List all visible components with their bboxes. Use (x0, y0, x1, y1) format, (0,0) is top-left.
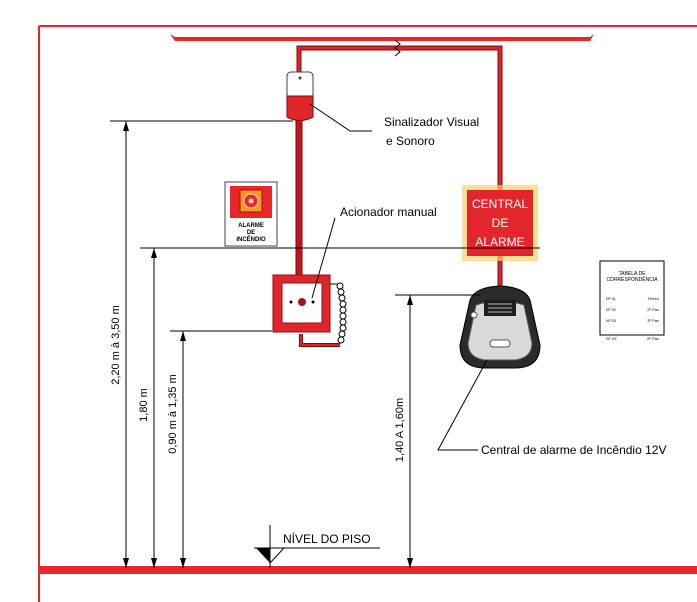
floor-level-marker: NÍVEL DO PISO (254, 525, 380, 568)
table-title-line1: TABELA DE (619, 271, 647, 277)
alarm-central-device (459, 285, 541, 369)
signal-indicator-light (298, 76, 302, 80)
dimension-label-180: 1,80 m (138, 388, 150, 422)
room-frame (38, 25, 697, 602)
manual-call-point (272, 274, 347, 344)
label-sinalizador-line2: e Sonoro (386, 134, 435, 148)
conduit-top (297, 46, 502, 300)
table-row-key: Nº XX (606, 336, 617, 341)
sign-button-center (248, 198, 254, 204)
table-row-value: 2º Pav (647, 307, 659, 312)
central-device-handle (489, 339, 511, 348)
table-row-key: Nº 01 (606, 296, 617, 301)
label-nivel-piso: NÍVEL DO PISO (283, 531, 371, 546)
table-row-key: Nº 03 (606, 318, 617, 323)
label-sinalizador-line1: Sinalizador Visual (384, 115, 479, 129)
fire-alarm-wall-sign: ALARME DE INCÊNDIO (224, 181, 278, 247)
leader-lines (309, 103, 488, 451)
leader-acionador (311, 217, 336, 299)
table-row-value: Xº Pav (647, 336, 659, 341)
conduit-acionador-loop-inner (300, 334, 340, 346)
dimension-lines (110, 120, 540, 568)
ceiling-slab (170, 34, 594, 41)
central-sign-line3: ALARME (475, 235, 524, 249)
floor-slab (40, 566, 697, 574)
call-point-screw-right (311, 300, 315, 304)
dimension-arrows (123, 121, 413, 568)
call-point-button (298, 298, 306, 306)
leader-central (437, 359, 488, 451)
call-point-cable-coil (336, 282, 347, 344)
central-sign-panel (467, 190, 533, 256)
correspondence-table: TABELA DE CORRESPONDÊNCIA Nº 01 Térreo N… (599, 260, 665, 341)
sign-text-line3: INCÊNDIO (236, 235, 266, 243)
dimension-label-central: 1,40 A 1,60m (394, 398, 406, 462)
central-alarm-sign: CENTRAL DE ALARME (462, 185, 538, 261)
conduit-break-mark (394, 39, 401, 57)
dimension-label-sinalizador: 2,20 m à 3,50 m (110, 305, 122, 385)
central-sign-line2: DE (492, 216, 509, 230)
table-row-value: 3º Pav (647, 318, 659, 323)
floor-level-triangle-outline (269, 547, 286, 565)
floor-level-triangle (256, 548, 270, 563)
leader-sinalizador (309, 103, 372, 132)
central-device-led (470, 311, 478, 319)
call-point-screw-left (289, 300, 293, 304)
central-sign-line1: CENTRAL (472, 197, 528, 211)
central-device-vents (488, 303, 512, 313)
sign-text-line1: ALARME (238, 223, 264, 229)
table-row-value: Térreo (647, 296, 660, 301)
table-title-line2: CORRESPONDÊNCIA (606, 275, 658, 283)
visual-audible-signal (286, 71, 314, 121)
conduit-outline (296, 45, 503, 300)
sign-text-line2: DE (247, 230, 255, 236)
dimension-label-acionador: 0,90 m à 1,35 m (167, 374, 179, 454)
signal-strobe-lens (286, 95, 314, 121)
conduit-vertical-acionador (295, 119, 303, 276)
table-sheet (599, 260, 665, 336)
conduit-acionador-loop (299, 334, 340, 347)
label-central-incendio: Central de alarme de Incêndio 12V (481, 443, 666, 457)
label-acionador: Acionador manual (340, 205, 437, 219)
table-row-key: Nº 02 (606, 307, 617, 312)
